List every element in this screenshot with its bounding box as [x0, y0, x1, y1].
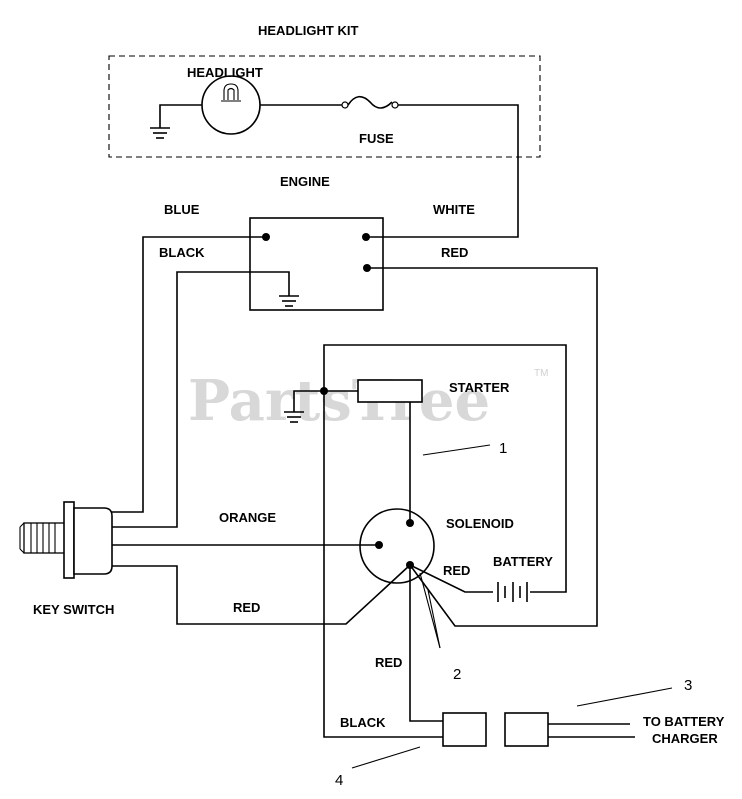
callout-4-leader	[351, 746, 421, 769]
red-label-battery: RED	[443, 563, 470, 578]
charger-label: CHARGER	[652, 731, 718, 746]
callout-2-leader-a	[419, 572, 441, 649]
solenoid-terminal-starter	[406, 519, 414, 527]
battery-symbol	[497, 582, 528, 602]
blue-wire	[112, 236, 266, 513]
white-wire	[366, 104, 519, 238]
headlight-lamp	[201, 75, 261, 135]
key-switch-label: KEY SWITCH	[33, 602, 114, 617]
solenoid-body	[359, 508, 435, 584]
callout-1-leader	[422, 444, 491, 456]
callout-3: 3	[684, 677, 692, 694]
callout-4: 4	[335, 772, 343, 789]
black-label-lower: BLACK	[340, 715, 386, 730]
callout-2: 2	[453, 666, 461, 683]
engine-box	[249, 217, 384, 311]
red-wire-battery	[409, 564, 493, 593]
engine-terminal-white	[362, 233, 370, 241]
red-wire-engine	[367, 267, 598, 627]
red-wire-charger	[409, 565, 443, 722]
red-label-switch: RED	[233, 600, 260, 615]
battery-negative-wire	[323, 344, 567, 593]
battery-label: BATTERY	[493, 554, 553, 569]
fuse-label: FUSE	[359, 131, 394, 146]
watermark: PartsTree TM	[188, 368, 548, 434]
headlight-kit-box	[108, 55, 541, 158]
red-wire-switch	[112, 564, 411, 625]
headlight-label: HEADLIGHT	[187, 65, 263, 80]
headlight-kit-label: HEADLIGHT KIT	[258, 23, 358, 38]
solenoid-label: SOLENOID	[446, 516, 514, 531]
watermark-text: PartsTree	[188, 368, 490, 434]
connector-harness	[442, 712, 487, 747]
blue-label: BLUE	[164, 202, 200, 217]
key-switch	[19, 501, 113, 579]
connector-charger	[504, 712, 549, 747]
headlight-ground	[150, 104, 202, 139]
orange-label: ORANGE	[219, 510, 276, 525]
watermark-tm: TM	[534, 368, 548, 379]
black-wire-lower	[323, 391, 443, 738]
black-wire-top	[112, 271, 252, 528]
callout-1: 1	[499, 440, 507, 457]
to-battery-label: TO BATTERY	[643, 714, 725, 729]
starter-label: STARTER	[449, 380, 510, 395]
white-label: WHITE	[433, 202, 475, 217]
engine-ground	[252, 271, 299, 307]
callout-2-leader-b	[427, 589, 441, 649]
fuse-symbol	[322, 95, 420, 109]
starter-body	[357, 379, 423, 403]
starter-ground	[284, 390, 358, 423]
black-label-top: BLACK	[159, 245, 205, 260]
red-label-lower: RED	[375, 655, 402, 670]
callout-3-leader	[576, 687, 673, 707]
engine-label: ENGINE	[280, 174, 330, 189]
red-label-top: RED	[441, 245, 468, 260]
